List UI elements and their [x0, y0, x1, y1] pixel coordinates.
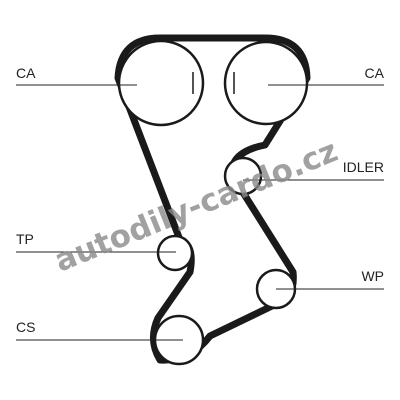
- idler-pulley: [223, 156, 263, 196]
- camshaft-pulley-right: [223, 40, 309, 126]
- watermark-text: autodily-cardo.cz: [50, 133, 343, 279]
- cs-label: CS: [16, 319, 35, 335]
- ca-right-label: CA: [365, 65, 385, 81]
- ca-left-label: CA: [16, 65, 36, 81]
- wp-label: WP: [361, 268, 384, 284]
- camshaft-pulley-left: [117, 39, 205, 127]
- tensioner-pulley: [156, 234, 194, 272]
- idler-label: IDLER: [343, 159, 384, 175]
- tp-label: TP: [16, 231, 34, 247]
